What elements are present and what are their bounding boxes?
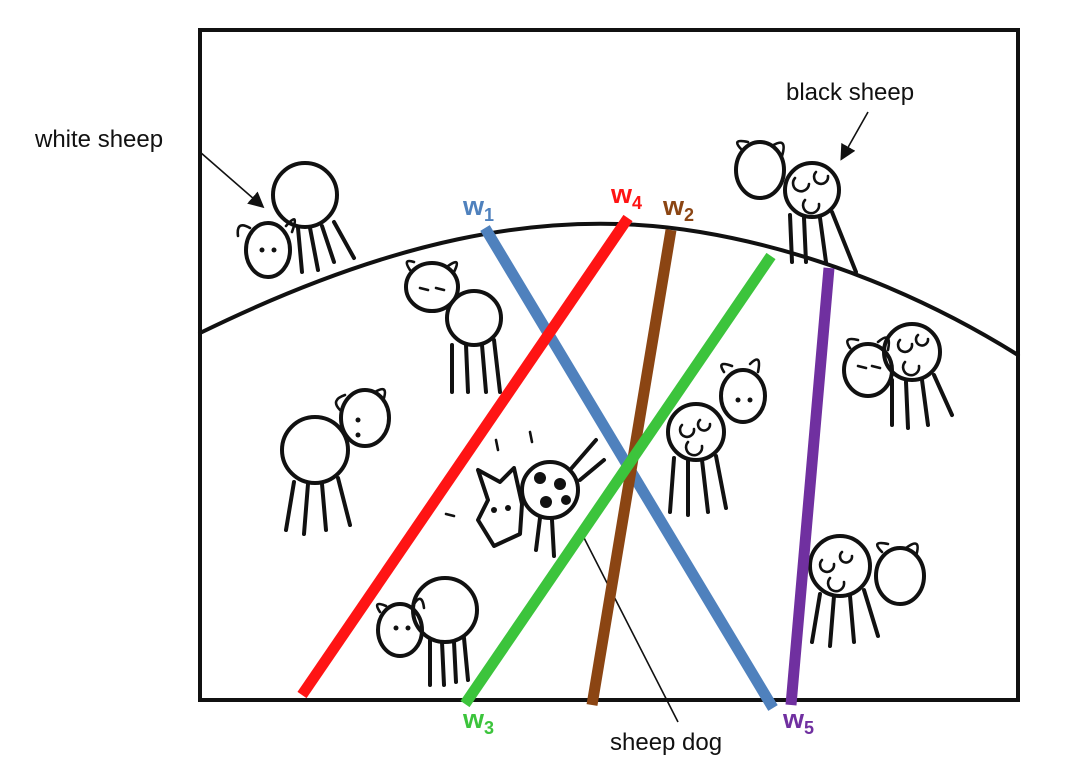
- hill-line: [198, 221, 1020, 357]
- black-sheep-1: [734, 139, 858, 274]
- white-sheep-3: [280, 387, 391, 536]
- separator-label-w2: w2: [662, 191, 694, 225]
- separator-label-w3: w3: [462, 704, 494, 738]
- white-sheep-2: [404, 259, 503, 394]
- separator-line-w3: [460, 252, 776, 708]
- white-sheep-1: [236, 161, 356, 279]
- separator-label-w4: w4: [610, 179, 642, 213]
- white-sheep-pointer: [199, 151, 265, 209]
- separator-line-w4: [297, 214, 633, 699]
- sheep-dog-pointer: [579, 529, 679, 723]
- white-sheep-label: white sheep: [34, 126, 163, 153]
- separator-line-w5: [785, 267, 835, 706]
- black-sheep-pointer: [840, 111, 869, 161]
- black-sheep-label: black sheep: [786, 79, 914, 106]
- separator-label-w1: w1: [462, 191, 494, 225]
- black-sheep-3: [666, 358, 767, 517]
- black-sheep-2: [842, 322, 954, 430]
- white-sheep-4: [375, 576, 479, 687]
- sheep-dog: [444, 430, 606, 558]
- separator-label-w5: w5: [782, 704, 814, 738]
- pasture-frame: [198, 28, 1020, 702]
- sheep-dog-label: sheep dog: [610, 729, 722, 756]
- black-sheep-4: [808, 534, 926, 648]
